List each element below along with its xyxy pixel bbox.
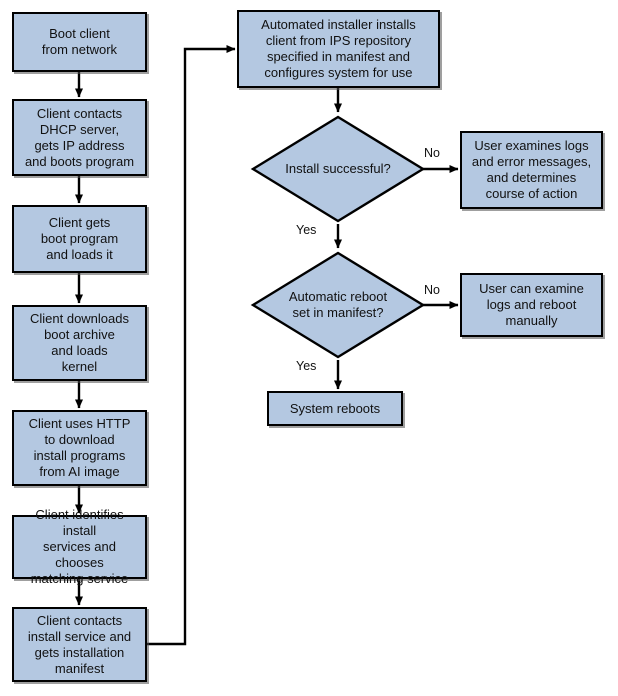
edge-manifest-to-installer xyxy=(147,45,236,646)
decision-diamond-shape-2 xyxy=(250,251,426,359)
node-boot-client[interactable]: Boot client from network xyxy=(12,12,147,72)
node-boot-archive[interactable]: Client downloads boot archive and loads … xyxy=(12,305,147,381)
node-auto-reboot[interactable]: Automatic reboot set in manifest? xyxy=(250,250,426,360)
edge-label-reboot-no: No xyxy=(424,283,440,297)
edge-label-reboot-yes: Yes xyxy=(296,359,317,373)
node-http-download[interactable]: Client uses HTTP to download install pro… xyxy=(12,410,147,486)
node-examine-reboot[interactable]: User can examine logs and reboot manuall… xyxy=(460,273,603,337)
node-examine-logs-label: User examines logs and error messages, a… xyxy=(471,138,592,201)
node-http-download-label: Client uses HTTP to download install pro… xyxy=(28,416,131,479)
node-get-manifest[interactable]: Client contacts install service and gets… xyxy=(12,607,147,682)
node-examine-logs[interactable]: User examines logs and error messages, a… xyxy=(460,131,603,209)
node-boot-program[interactable]: Client gets boot program and loads it xyxy=(12,205,147,273)
edge-label-install-no: No xyxy=(424,146,440,160)
node-install-successful[interactable]: Install successful? xyxy=(250,114,426,224)
node-get-manifest-label: Client contacts install service and gets… xyxy=(27,612,132,676)
node-identify-service[interactable]: Client identifies install services and c… xyxy=(12,507,147,586)
node-dhcp-label: Client contacts DHCP server, gets IP add… xyxy=(24,105,135,169)
edge-label-install-yes: Yes xyxy=(296,223,317,237)
node-system-reboots-label: System reboots xyxy=(289,400,381,416)
node-automated-installer-label: Automated installer installs client from… xyxy=(261,17,416,80)
node-examine-reboot-label: User can examine logs and reboot manuall… xyxy=(479,281,584,328)
node-boot-archive-label: Client downloads boot archive and loads … xyxy=(29,311,129,374)
node-dhcp[interactable]: Client contacts DHCP server, gets IP add… xyxy=(12,99,147,176)
node-boot-client-label: Boot client from network xyxy=(41,26,118,57)
node-automated-installer[interactable]: Automated installer installs client from… xyxy=(237,10,440,88)
node-boot-program-label: Client gets boot program and loads it xyxy=(40,215,119,262)
node-identify-service-label: Client identifies install services and c… xyxy=(30,507,129,586)
node-system-reboots[interactable]: System reboots xyxy=(267,391,403,426)
decision-diamond-shape xyxy=(250,115,426,223)
